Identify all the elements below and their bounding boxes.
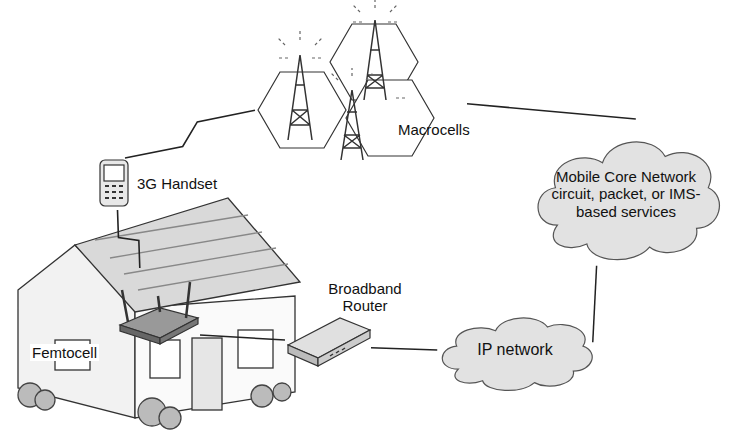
femtocell: Femtocell (28, 268, 200, 368)
ip-network-cloud: IP network (434, 302, 596, 398)
node-label: Femtocell (30, 344, 99, 361)
network-link (371, 348, 437, 350)
broadband-router: Broadband Router (285, 312, 371, 368)
router-device (288, 318, 370, 366)
handset: 3G Handset (95, 158, 245, 210)
network-link (593, 266, 597, 343)
cell-hexagon (346, 80, 434, 156)
handset-icon (100, 160, 128, 206)
tower (288, 20, 386, 160)
femtocell-device (120, 282, 198, 344)
node-label: 3G Handset (137, 175, 217, 192)
house (18, 198, 300, 429)
core-network-cloud: Mobile Core Network circuit, packet, or … (528, 116, 724, 272)
node-label: Macrocells (398, 121, 470, 138)
signal-marks (278, 0, 405, 98)
radio-link (118, 210, 140, 268)
radio-link (125, 110, 255, 158)
node-label: Broadband Router (313, 280, 417, 315)
network-link (200, 335, 285, 340)
macrocell-group: Macrocells (255, 8, 467, 173)
network-link (467, 104, 636, 119)
node-label: Mobile Core Network circuit, packet, or … (551, 168, 701, 220)
node-label: IP network (455, 341, 575, 359)
